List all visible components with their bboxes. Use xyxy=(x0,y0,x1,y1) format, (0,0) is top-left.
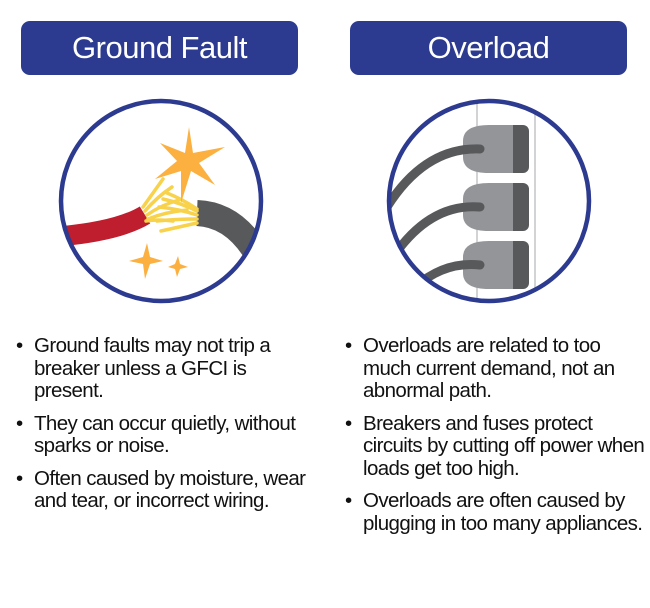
spark-icon xyxy=(155,127,225,203)
bullet-item: Breakers and fuses protect circuits by c… xyxy=(345,412,645,481)
ground-fault-bullets: Ground faults may not trip a breaker unl… xyxy=(16,334,316,523)
plug-2 xyxy=(463,183,529,231)
plug-1 xyxy=(463,125,529,173)
bullet-item: Often caused by moisture, wear and tear,… xyxy=(16,467,316,513)
bullet-item: Ground faults may not trip a breaker unl… xyxy=(16,334,316,403)
bullet-item: Overloads are related to too much curren… xyxy=(345,334,645,403)
overload-header: Overload xyxy=(350,21,627,75)
ground-fault-title: Ground Fault xyxy=(72,30,247,65)
overloaded-power-strip-icon xyxy=(386,98,592,304)
ground-fault-header: Ground Fault xyxy=(21,21,298,75)
plug-3 xyxy=(463,241,529,289)
bullet-item: They can occur quietly, without sparks o… xyxy=(16,412,316,458)
overload-title: Overload xyxy=(427,30,550,65)
overload-bullets: Overloads are related to too much curren… xyxy=(345,334,645,545)
sparking-wires-icon xyxy=(58,98,264,304)
bullet-item: Overloads are often caused by plugging i… xyxy=(345,489,645,535)
